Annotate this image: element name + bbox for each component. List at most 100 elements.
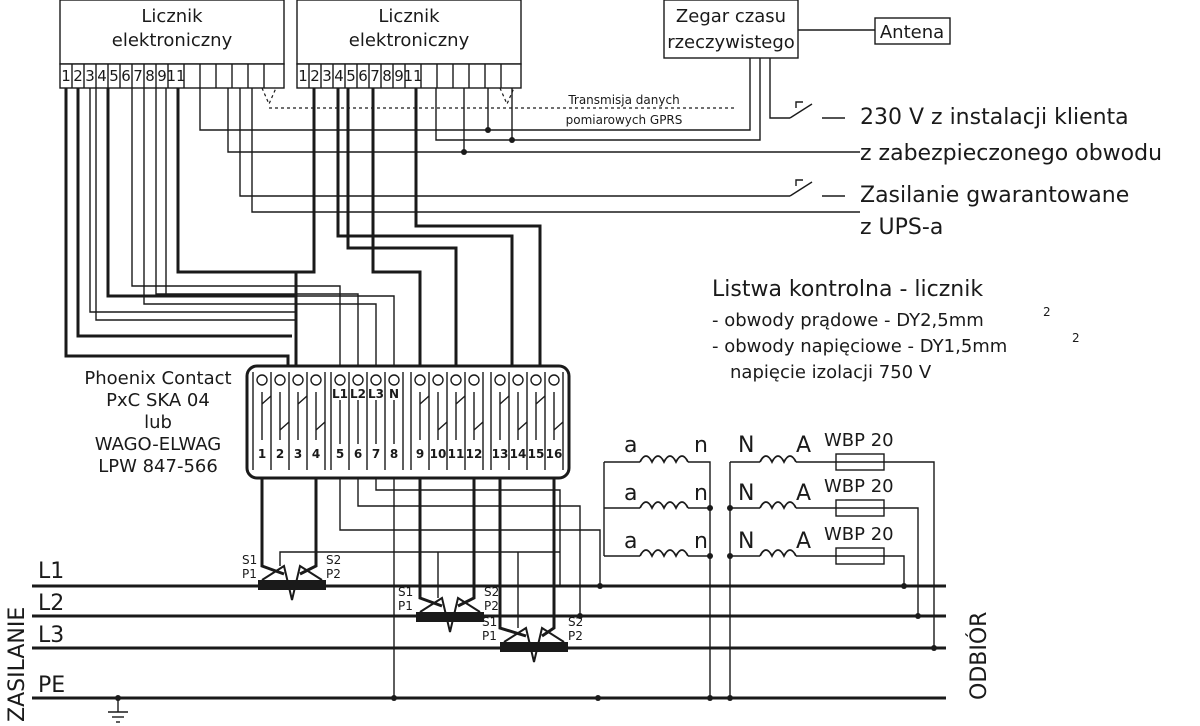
terminal-number: 5 — [336, 447, 344, 461]
terminal-label-l3: L3 — [368, 387, 384, 401]
busbars: L1 L2 L3 PE — [32, 559, 946, 700]
supply-client-line1: 230 V z instalacji klienta — [860, 105, 1129, 130]
ct-l2-p1: P1 — [398, 599, 413, 613]
meter-2-terminal: 3 — [322, 67, 332, 85]
caption-line: PxC SKA 04 — [106, 390, 210, 411]
current-circuits-note: - obwody prądowe - DY2,5mm — [712, 310, 984, 331]
meter-1-terminal: 5 — [109, 67, 119, 85]
meter-1-terminal: 4 — [97, 67, 107, 85]
vt1-a: a — [624, 433, 637, 458]
supply-client-line2: z zabezpieczonego obwodu — [860, 141, 1162, 166]
meter-1-terminal: 11 — [166, 67, 185, 85]
fuse-3-label: WBP 20 — [824, 524, 894, 545]
caption-line: lub — [144, 412, 172, 433]
meter-voltage-wires — [89, 88, 395, 370]
ct-l2-s2: S2 — [484, 585, 499, 599]
control-strip-title: Listwa kontrolna - licznik — [712, 277, 983, 302]
vt3-N: N — [738, 529, 754, 554]
terminal-block-dividers — [252, 372, 564, 470]
meter-current-wires — [64, 88, 542, 370]
junction-dots — [461, 127, 515, 155]
voltage-transformer-2: a n N A — [624, 481, 811, 511]
vt-wiring — [603, 461, 935, 698]
voltage-transformer-3: a n N A — [624, 529, 811, 559]
terminal-number: 11 — [448, 447, 465, 461]
vt1-A: A — [796, 433, 811, 458]
side-label-supply: ZASILANIE — [5, 607, 30, 722]
fuse-1: WBP 20 — [824, 430, 894, 471]
current-transformer-l3: S1 P1 S2 P2 — [482, 478, 583, 663]
vt1-n: n — [694, 433, 708, 458]
fuse-3: WBP 20 — [824, 524, 894, 565]
voltage-transformer-1: a n N A — [624, 433, 811, 465]
meter-2-title: Licznik — [378, 6, 440, 27]
meter-2-terminal: 1 — [298, 67, 308, 85]
ct-l1-s2: S2 — [326, 553, 341, 567]
meter-2-terminal: 9 — [394, 67, 404, 85]
terminal-number: 8 — [390, 447, 398, 461]
current-superscript: 2 — [1043, 305, 1051, 319]
voltage-superscript: 2 — [1072, 331, 1080, 345]
meter-1-terminal: 7 — [133, 67, 143, 85]
terminal-number: 4 — [312, 447, 320, 461]
vt-junctions — [707, 505, 937, 701]
terminal-number: 16 — [546, 447, 563, 461]
terminal-number: 14 — [510, 447, 527, 461]
terminal-number: 13 — [492, 447, 509, 461]
clock-title: Zegar czasu — [676, 6, 786, 27]
vt2-a: a — [624, 481, 637, 506]
meter-1-terminal: 3 — [85, 67, 95, 85]
ct-l2-p2: P2 — [484, 599, 499, 613]
ct-l3-p1: P1 — [482, 629, 497, 643]
caption-line: LPW 847-566 — [98, 456, 218, 477]
terminal-block: L1 L2 L3 N 1 2 3 4 5 6 7 8 9 10 11 12 13… — [245, 364, 571, 480]
side-label-load: ODBIÓR — [966, 612, 992, 700]
clock-wiring — [199, 58, 860, 213]
terminal-number: 15 — [528, 447, 545, 461]
ct-l1-p2: P2 — [326, 567, 341, 581]
vt3-n: n — [694, 529, 708, 554]
caption-line: Phoenix Contact — [84, 368, 231, 389]
terminal-number: 3 — [294, 447, 302, 461]
ct-l3-p2: P2 — [568, 629, 583, 643]
vt3-a: a — [624, 529, 637, 554]
current-transformer-l2: S1 P1 S2 P2 — [398, 478, 499, 633]
meter-1: Licznik elektroniczny 1 2 3 4 5 6 7 8 9 … — [59, 0, 285, 89]
terminal-number: 2 — [276, 447, 284, 461]
gprs-label-2: pomiarowych GPRS — [566, 113, 683, 127]
gprs-label-1: Transmisja danych — [567, 93, 679, 107]
current-transformer-l1: S1 P1 S2 P2 — [242, 478, 341, 601]
antenna-label: Antena — [880, 22, 944, 43]
vt1-N: N — [738, 433, 754, 458]
supply-ups-line1: Zasilanie gwarantowane — [860, 183, 1129, 208]
insulation-note: napięcie izolacji 750 V — [730, 362, 932, 383]
meter-2-terminal: 5 — [346, 67, 356, 85]
meter-2-terminal: 6 — [358, 67, 368, 85]
terminal-number: 9 — [416, 447, 424, 461]
vt3-A: A — [796, 529, 811, 554]
vt2-A: A — [796, 481, 811, 506]
vt2-n: n — [694, 481, 708, 506]
clock-subtitle: rzeczywistego — [667, 32, 795, 53]
terminal-number: 10 — [430, 447, 447, 461]
ct-l2-s1: S1 — [398, 585, 413, 599]
meter-2-terminal: 11 — [403, 67, 422, 85]
meter-1-terminal: 8 — [145, 67, 155, 85]
gprs-link: Transmisja danych pomiarowych GPRS — [261, 87, 735, 127]
real-time-clock: Zegar czasu rzeczywistego — [663, 0, 799, 59]
fuse-1-label: WBP 20 — [824, 430, 894, 451]
ground-icon — [108, 698, 128, 723]
meter-1-terminal: 1 — [61, 67, 71, 85]
voltage-wiring — [279, 478, 601, 698]
terminal-label-l2: L2 — [350, 387, 366, 401]
meter-2-terminal: 2 — [310, 67, 320, 85]
terminal-block-links — [261, 392, 564, 444]
meter-1-terminal: 2 — [73, 67, 83, 85]
bus-junctions — [391, 583, 603, 701]
terminal-block-caption: Phoenix Contact PxC SKA 04 lub WAGO-ELWA… — [84, 368, 231, 477]
terminal-number: 7 — [372, 447, 380, 461]
fuse-2: WBP 20 — [824, 476, 894, 517]
terminal-number: 12 — [466, 447, 483, 461]
meter-1-terminal: 9 — [157, 67, 167, 85]
